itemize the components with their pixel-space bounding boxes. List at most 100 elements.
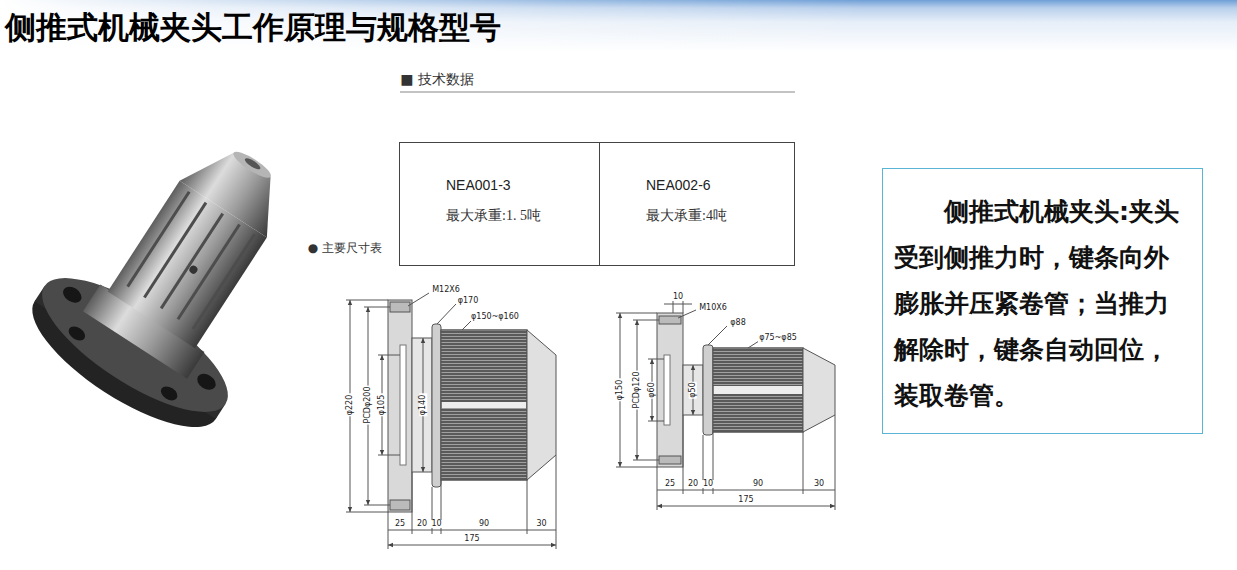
drawing-nea001-part [388,530,556,531]
drawing-nea002-part [703,345,713,435]
drawing-nea002-part [648,359,664,360]
dimension-label: φ50 [689,381,697,398]
drawing-nea002-part [664,355,670,425]
drawing-nea001 [346,293,556,549]
drawing-nea002-part [616,467,657,468]
dimension-label: φ88 [729,319,746,327]
chuck-photo-part [193,234,255,329]
dimension-label: φ105 [378,394,386,417]
chuck-photo-part [60,283,84,306]
drawing-nea002-part [835,415,836,510]
drawing-nea002-part [713,348,803,432]
box-text: NEA001-3 [446,177,591,193]
box-text: 侧推式机械夹头:夹头受到侧推力时，键条向外膨胀并压紧卷管；当推力解除时，键条自动… [894,189,1191,419]
drawing-nea001-part [390,302,410,312]
drawing-nea002-part [657,490,835,491]
dimension-label: 10 [702,480,714,488]
dimension-label: M12X6 [431,286,461,294]
chuck-photo-part [161,214,223,309]
drawing-nea001-part [346,512,388,513]
description-box: 侧推式机械夹头:夹头受到侧推力时，键条向外膨胀并压紧卷管；当推力解除时，键条自动… [882,168,1203,434]
drawing-nea001-part [378,455,400,456]
dimension-label: M10X6 [698,304,728,312]
drawing-nea002-part [683,365,703,415]
dimension-label: PCDφ200 [364,385,372,424]
spec-cell: NEA001-3 最大承重:1. 5吨 [399,142,600,266]
drawing-nea001-part [412,472,413,534]
dimension-label: PCDφ120 [633,370,641,409]
dimension-label: φ170 [457,297,480,305]
dimension-label: φ60 [648,381,656,398]
drawing-nea001-part [441,330,527,480]
dimension-label: 20 [687,480,699,488]
drawing-nea002-part [713,348,803,432]
chuck-photo-part [128,192,190,287]
box-subtext: 最大承重:1. 5吨 [446,207,591,225]
dimension-label: 25 [664,480,676,488]
drawing-nea001-part [556,455,557,549]
section-heading: ■ 技术数据 [399,72,475,86]
drawing-nea002-part [708,326,727,345]
chuck-photo-part [188,264,199,275]
dimension-label: 20 [416,520,428,528]
chuck-photo-part [230,148,273,182]
drawing-nea002-part [713,394,803,432]
dimension-label: 10 [430,520,442,528]
drawing-nea001-part [412,338,432,472]
drawing-nea001-part [378,355,400,356]
chuck-photo-part [180,136,296,237]
drawing-nea002-part [673,300,674,313]
dimension-label: 25 [394,520,406,528]
drawing-nea002-part [713,348,803,386]
drawing-nea001-part [346,300,388,301]
drawing-nea002-part [803,432,804,494]
drawing-nea002-part [748,341,759,348]
drawing-nea001-part [441,408,527,480]
dimension-label: φ140 [419,394,427,417]
drawing-nea001-part [437,304,456,324]
drawing-nea002-part [683,415,684,494]
drawing-nea002-part [803,348,835,432]
dimension-label: φ150~φ160 [470,313,520,321]
drawing-nea001-part [408,293,429,306]
dimension-label: 90 [752,480,764,488]
drawing-nea001-part [388,300,412,512]
page-title: 侧推式机械夹头工作原理与规格型号 [5,7,501,49]
drawing-nea002-part [664,304,692,305]
drawing-nea002-part [678,310,696,318]
chuck-photo-part [194,371,218,394]
drawing-nea001-part [441,330,527,480]
drawing-nea002-part [659,316,681,324]
drawing-nea001-part [527,480,528,534]
dimension-label: 175 [737,496,754,504]
heading-rule [400,92,795,93]
chuck-photo [14,101,346,451]
drawing-nea002-part [657,313,683,467]
drawing-nea001-part [400,345,406,465]
dimension-label: 90 [478,520,490,528]
chuck-photo-part [144,203,206,298]
chuck-photo-part [66,324,88,344]
dimension-label: φ75~φ85 [758,334,798,342]
chuck-photo-part [243,156,261,171]
drawing-nea001-part [441,330,527,402]
dimension-label: 30 [813,480,825,488]
spec-cell: NEA002-6 最大承重:4吨 [599,142,795,266]
drawing-nea001-part [390,500,410,510]
drawing-nea001-part [527,330,556,480]
dimension-label: 175 [463,535,480,543]
drawing-nea002-part [616,313,657,314]
drawing-nea002-part [648,421,664,422]
drawing-nea002 [616,300,835,510]
dimension-label: 30 [535,520,547,528]
box-subtext: 最大承重:4吨 [646,207,786,225]
dimension-label: φ220 [346,394,354,417]
section-heading: ● 主要尺寸表 [307,242,383,254]
drawing-nea002-part [659,456,681,464]
dimension-label: φ150 [616,379,624,402]
dimension-label: 10 [672,293,684,301]
drawing-nea001-part [432,324,441,487]
box-text: NEA002-6 [646,177,786,193]
drawing-nea001-part [462,320,472,330]
